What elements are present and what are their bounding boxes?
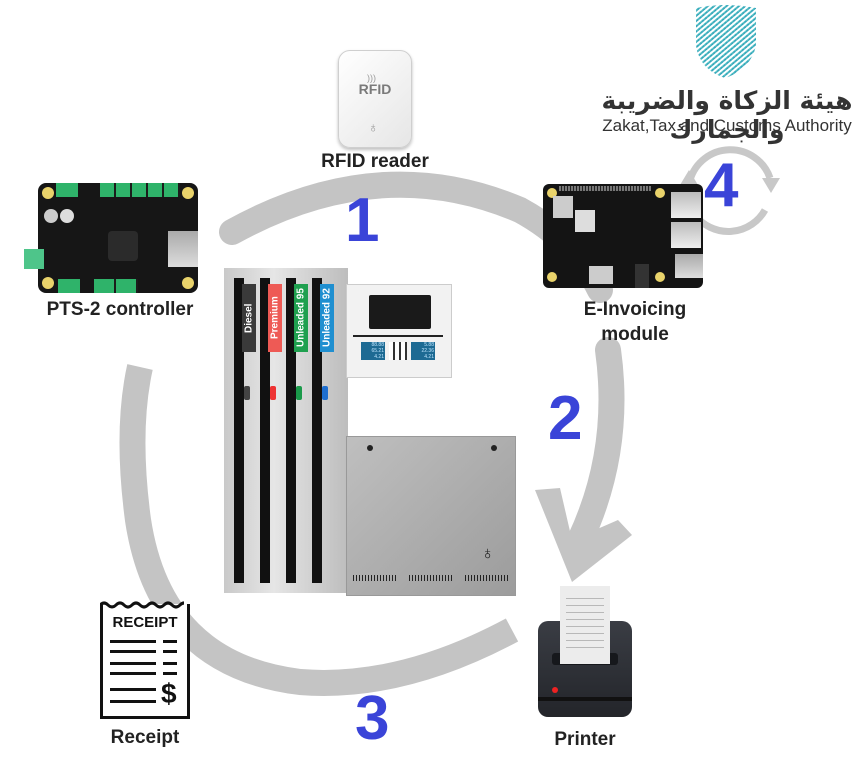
dispenser-cabinet: ♁ (346, 436, 516, 596)
step-number-3: 3 (355, 684, 390, 753)
raspberry-logo-icon (575, 210, 595, 232)
arrow-step-2 (567, 337, 625, 553)
drop-logo-icon: ♁ (481, 543, 495, 563)
step-number-4: 4 (704, 151, 739, 220)
e-invoicing-label: E-Invoicing module (583, 299, 687, 345)
fuel-dispenser-hoses: Diesel Premium Unleaded 95 Unleaded 92 (224, 268, 348, 593)
pts-controller-board (24, 183, 198, 293)
step-number-2: 2 (548, 384, 583, 453)
display-left: 88.88 65.21 4.21 (361, 342, 385, 360)
receipt-label: Receipt (110, 727, 180, 748)
zatca-logo (690, 4, 760, 80)
fuel-grade-unleaded-95: Unleaded 95 (294, 284, 308, 352)
printed-receipt (560, 586, 610, 664)
authority-name-english: Zakat,Tax and Customs Authority (602, 116, 852, 135)
wireless-icon: ))) (367, 73, 376, 83)
nozzle-unleaded-95 (296, 386, 302, 400)
arrow-head-step-2 (535, 488, 632, 582)
authority-name-arabic: هيئة الزكاة والضريبة والجمارك (601, 86, 853, 144)
fuel-grade-premium: Premium (268, 284, 282, 352)
rfid-reader-label: RFID reader (321, 151, 429, 172)
printer-led (552, 687, 558, 693)
receipt-icon: RECEIPT $ (100, 601, 190, 719)
rfid-device-text: RFID (358, 81, 392, 97)
fuel-grade-diesel: Diesel (242, 284, 256, 352)
arrow-step-3 (119, 364, 519, 696)
nozzle-diesel (244, 386, 250, 400)
dispenser-screen (369, 295, 431, 329)
fuel-grade-unleaded-92: Unleaded 92 (320, 284, 334, 352)
shield-icon (696, 5, 756, 78)
e-invoicing-board (543, 184, 703, 288)
rfid-reader-device: RFID ))) ♁ (338, 50, 412, 148)
receipt-header: RECEIPT (112, 614, 178, 631)
keypad (389, 342, 407, 360)
step-number-1: 1 (345, 186, 380, 255)
nozzle-premium (270, 386, 276, 400)
nozzle-unleaded-92 (322, 386, 328, 400)
display-right: 5.88 22.36 4.21 (411, 342, 435, 360)
printer-label: Printer (554, 729, 616, 750)
dispenser-display-panel: 88.88 65.21 4.21 5.88 22.36 4.21 (346, 284, 452, 378)
dollar-sign: $ (161, 678, 177, 709)
drop-logo-icon: ♁ (368, 119, 379, 135)
pts-controller-label: PTS-2 controller (46, 299, 194, 320)
arrow-step-4 (686, 146, 774, 182)
